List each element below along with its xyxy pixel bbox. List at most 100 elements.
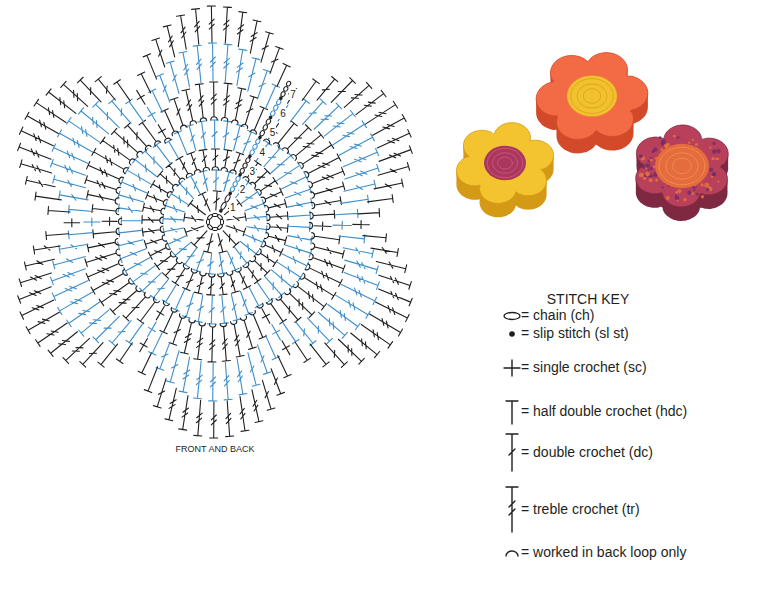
stitch-symbol	[209, 43, 218, 81]
stitch-symbol	[64, 219, 80, 227]
chain-symbol	[252, 144, 258, 150]
stitch-symbol	[156, 341, 174, 371]
stitch-symbol	[230, 320, 244, 357]
stitch-symbol	[142, 225, 164, 236]
stitch-symbol	[237, 290, 253, 315]
stitch-symbol	[263, 121, 282, 144]
stitch-symbol	[46, 230, 69, 240]
stitch-symbol	[299, 79, 319, 103]
stitch-symbol	[194, 400, 205, 436]
stitch-symbol	[244, 58, 260, 92]
flower-pillow	[659, 147, 705, 185]
flower-pillow	[655, 179, 658, 182]
flower-pillow	[666, 153, 698, 180]
stitch-symbol	[99, 277, 134, 305]
stitch-symbol	[163, 215, 183, 224]
stitch-symbol	[95, 77, 118, 103]
flower-pillow	[571, 79, 614, 114]
flower-pillow	[709, 168, 713, 172]
stitch-symbol	[221, 44, 232, 82]
stitch-symbol	[118, 236, 145, 250]
stitch-symbol	[353, 220, 370, 228]
stitch-symbol	[220, 121, 231, 149]
stitch-symbol	[241, 96, 258, 129]
stitch-symbol	[284, 241, 312, 257]
crochet-chart	[18, 6, 413, 438]
stitch-symbol	[208, 324, 217, 362]
stitch-symbol	[311, 197, 342, 210]
stitch-symbol	[311, 232, 340, 244]
stitch-symbol	[133, 88, 148, 106]
legend-symbol	[504, 360, 520, 376]
stitch-symbol	[180, 319, 196, 354]
stitch-symbol	[92, 204, 120, 215]
stitch-symbol	[316, 309, 348, 338]
stitch-symbol	[280, 173, 309, 193]
stitch-symbol	[20, 296, 56, 319]
legend-symbol	[506, 434, 518, 471]
stitch-symbol	[144, 320, 159, 339]
stitch-symbol	[221, 7, 231, 43]
flower-pillow	[642, 164, 646, 168]
round-number: 1	[229, 202, 237, 213]
stitch-symbol	[307, 342, 329, 367]
stitch-symbol	[309, 222, 331, 231]
stitch-symbol	[185, 125, 199, 152]
stitch-symbol	[166, 350, 182, 383]
stitch-symbol	[151, 181, 173, 199]
stitch-symbol	[153, 142, 173, 165]
stitch-symbol	[59, 240, 89, 253]
stitch-symbol	[184, 213, 204, 224]
flower-pillow	[711, 157, 714, 160]
chain-symbol	[232, 181, 238, 187]
stitch-symbol	[18, 143, 53, 163]
stitch-symbol	[342, 244, 373, 258]
stitch-symbol	[266, 223, 288, 233]
stitch-symbol	[85, 248, 121, 266]
stitch-symbol	[194, 294, 206, 322]
flower-pillow	[677, 136, 680, 139]
stitch-symbol	[165, 139, 181, 160]
stitch-symbol	[195, 84, 207, 122]
stitch-symbol	[234, 267, 250, 289]
stitch-symbol	[342, 149, 379, 171]
stitch-symbol	[172, 263, 190, 285]
stitch-symbol	[157, 171, 178, 191]
flower-pillow	[583, 89, 601, 103]
stitch-symbol	[121, 216, 141, 224]
stitch-symbol	[289, 211, 311, 221]
flower-pillow	[653, 147, 657, 151]
stitch-symbol	[221, 362, 232, 400]
stitch-symbol	[87, 190, 120, 205]
flower-pillow	[646, 163, 651, 168]
stitch-symbol	[234, 12, 246, 47]
flower-pillow	[717, 181, 719, 183]
stitch-symbol	[19, 269, 52, 286]
stitch-symbol	[206, 253, 216, 274]
stitch-symbol	[98, 342, 121, 368]
chain-symbol	[239, 168, 245, 174]
stitch-symbol	[139, 120, 161, 146]
stitch-symbol	[199, 170, 211, 191]
round-number: 2	[239, 184, 247, 195]
stitch-symbol	[259, 379, 275, 410]
legend-text: = chain (ch)	[521, 308, 595, 323]
stitch-symbol	[273, 121, 297, 149]
stitch-symbol	[68, 229, 93, 239]
flower-pillow	[655, 144, 709, 188]
flower-pillow	[659, 136, 662, 139]
stitch-symbol	[233, 180, 252, 200]
stitch-symbol	[289, 222, 310, 231]
stitch-symbol	[169, 190, 190, 208]
chain-symbol	[265, 118, 271, 125]
stitch-symbol	[262, 84, 280, 110]
stitch-symbol	[256, 248, 278, 266]
legend-symbol	[509, 331, 515, 337]
stitch-symbol	[275, 294, 301, 322]
stitch-symbol	[33, 242, 60, 254]
stitch-symbol	[226, 213, 246, 224]
stitch-symbol	[220, 228, 239, 247]
stitch-symbol	[212, 191, 221, 211]
stitch-symbol	[119, 226, 142, 236]
